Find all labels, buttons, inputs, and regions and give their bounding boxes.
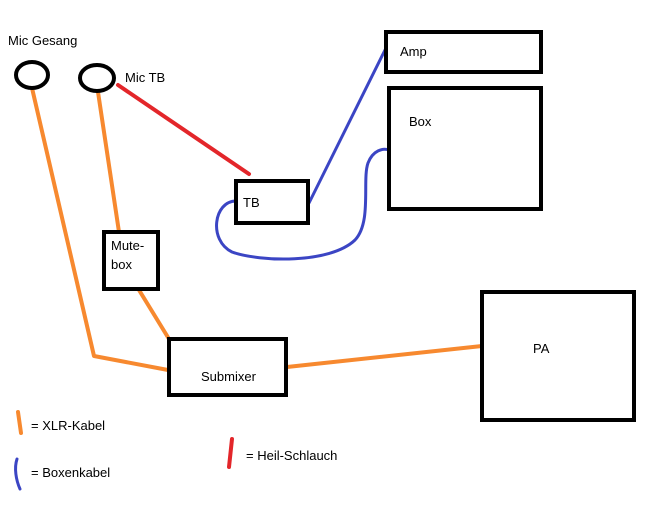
amp-box [384,30,543,74]
legend-speaker-cable-label: = Boxenkabel [31,465,110,480]
mutebox-box [102,230,160,291]
mic-vocal-label: Mic Gesang [8,33,77,48]
legend-xlr-label: = XLR-Kabel [31,418,105,433]
submixer-label: Submixer [201,369,257,384]
xlr-cable-vocal-mic-to-submixer [30,86,170,372]
submixer-box [167,337,288,397]
legend-heil-swatch [227,437,234,469]
speaker-box [387,86,543,211]
xlr-cable-submixer-to-pa [285,344,484,369]
legend-xlr-swatch [16,410,23,435]
speaker-box-label: Box [409,114,432,129]
mutebox-label-line1: Mute- [111,238,144,253]
tb-box [234,179,310,225]
amp-label: Amp [400,44,427,59]
mic-tb-icon [78,63,116,93]
mic-vocal-icon [14,60,50,90]
legend-heil-label: = Heil-Schlauch [246,448,337,463]
mutebox-label-line2: box [111,257,132,272]
xlr-cable-tb-mic-to-mutebox [96,90,121,234]
speaker-cable-tb-to-box [215,147,391,261]
speaker-cable-tb-to-amp [307,46,388,205]
mic-tb-label: Mic TB [125,70,165,85]
pa-label: PA [533,341,550,356]
pa-box [480,290,636,422]
heil-hose-tb-mic-to-tb [116,83,251,176]
tb-label: TB [243,195,260,210]
legend-speaker-cable-swatch [14,457,22,491]
xlr-cable-mutebox-to-submixer [137,288,171,341]
